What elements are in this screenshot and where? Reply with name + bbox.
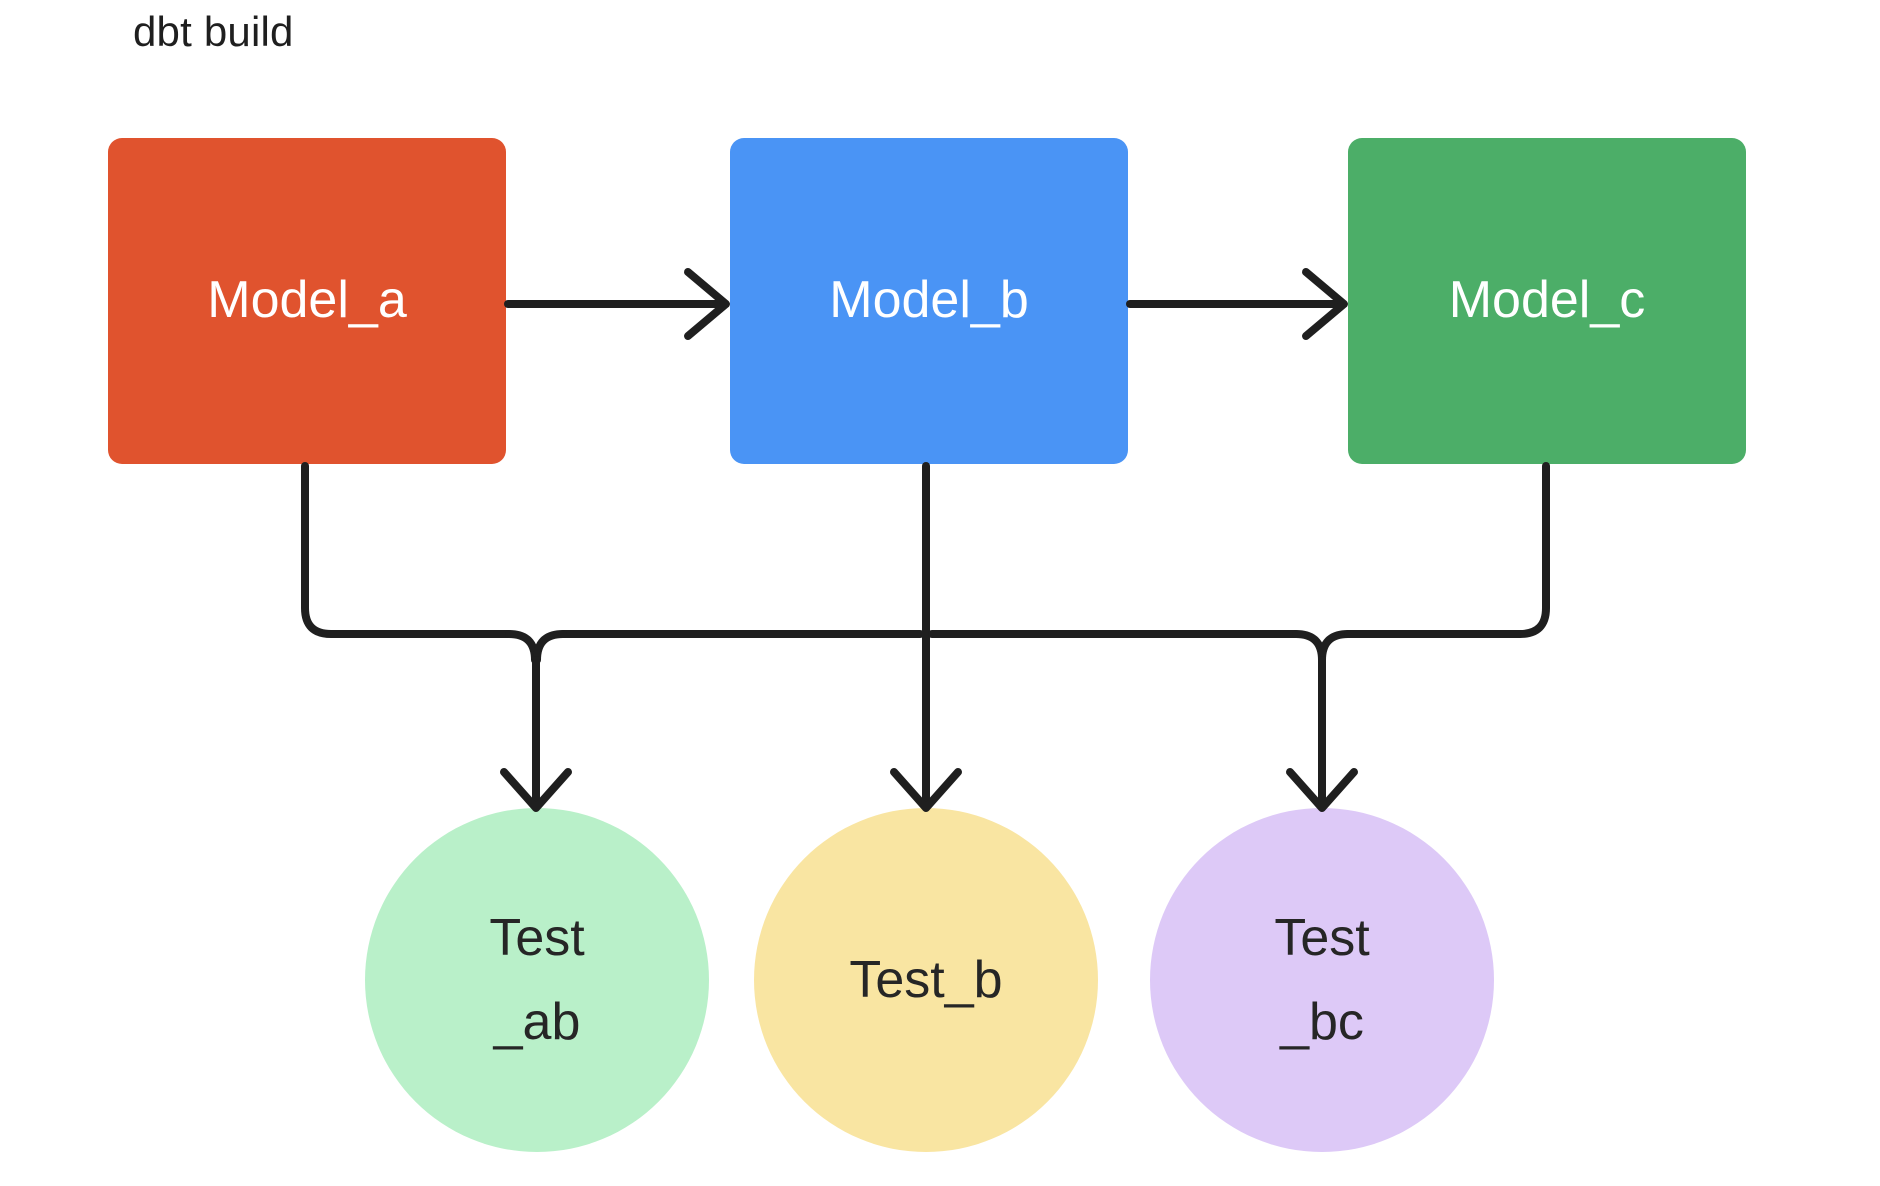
- diagram-title: dbt build: [133, 8, 294, 55]
- edge-model-a-to-model-b-arrowhead: [684, 268, 730, 340]
- edge-to-test-bc-arrowhead: [1286, 768, 1358, 812]
- node-test-bc-shape[interactable]: [1150, 808, 1494, 1152]
- edge-bus-right-span: [1318, 630, 1352, 664]
- node-model-c-shape[interactable]: [1348, 138, 1746, 464]
- edge-bus-right-join: [1292, 630, 1326, 664]
- edge-model-c-to-bus: [1344, 462, 1550, 638]
- edge-to-test-ab-arrowhead: [500, 768, 572, 812]
- node-test-b-shape[interactable]: [754, 808, 1098, 1152]
- node-model-b-shape[interactable]: [730, 138, 1128, 464]
- node-test-ab-shape[interactable]: [365, 808, 709, 1152]
- edge-bus-left-join: [533, 630, 567, 664]
- node-model-a-shape[interactable]: [108, 138, 506, 464]
- edge-model-b-to-model-c-arrowhead: [1302, 268, 1348, 340]
- edge-bus-left-span: [505, 630, 539, 664]
- edge-to-test-b-arrowhead: [890, 768, 962, 812]
- edge-model-a-to-bus: [301, 462, 513, 638]
